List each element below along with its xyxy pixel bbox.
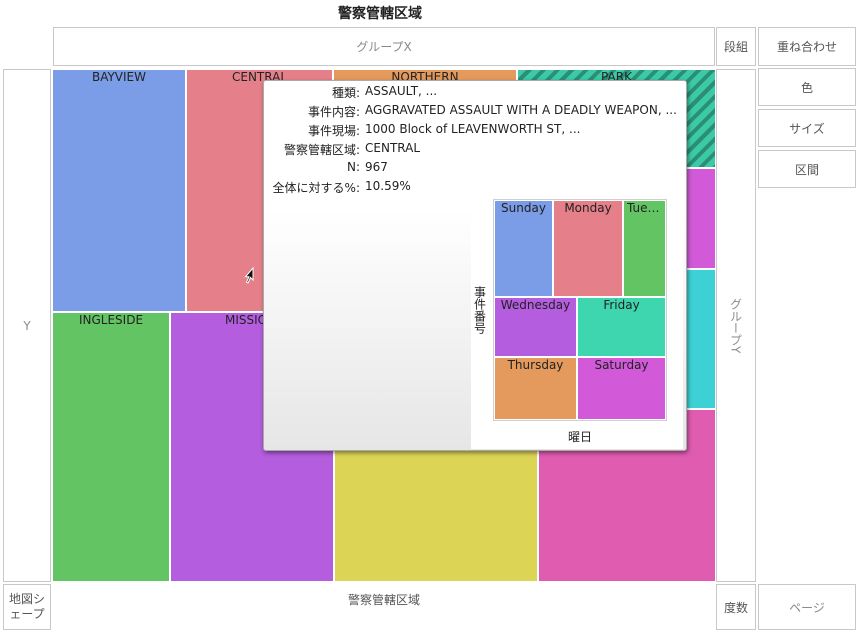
page-zone[interactable]: ページ bbox=[758, 584, 856, 630]
color-label: 色 bbox=[800, 80, 813, 95]
group-y-zone[interactable]: グループY bbox=[716, 69, 756, 582]
size-zone[interactable]: サイズ bbox=[758, 109, 856, 147]
tile-ingleside[interactable]: INGLESIDE bbox=[52, 312, 170, 582]
tooltip-row: N:967 bbox=[346, 160, 388, 174]
y-label: Y bbox=[23, 318, 31, 333]
wrap-label: 段組 bbox=[723, 40, 748, 54]
mini-tile-wednesday: Wednesday bbox=[494, 297, 577, 357]
group-y-label: グループY bbox=[728, 297, 743, 354]
size-label: サイズ bbox=[789, 121, 825, 136]
group-x-label: グループX bbox=[356, 40, 412, 54]
tile-label: BAYVIEW bbox=[91, 70, 147, 84]
mini-tile-sunday: Sunday bbox=[494, 200, 553, 297]
freq-label: 度数 bbox=[723, 600, 748, 615]
group-x-zone[interactable]: グループX bbox=[53, 27, 715, 66]
overlay-zone[interactable]: 重ね合わせ bbox=[758, 27, 856, 66]
tooltip-row: 警察管轄区域:CENTRAL bbox=[283, 141, 421, 157]
mini-treemap: Sunday Monday Tue… Wednesday Friday Thur… bbox=[494, 200, 666, 420]
interval-label: 区間 bbox=[794, 162, 819, 177]
tile-bayview[interactable]: BAYVIEW bbox=[52, 69, 186, 312]
interval-zone[interactable]: 区間 bbox=[758, 150, 856, 188]
x-axis-label: 警察管轄区域 bbox=[347, 592, 420, 607]
page-label: ページ bbox=[789, 600, 825, 615]
mini-tile-thursday: Thursday bbox=[494, 357, 577, 420]
mini-tile-saturday: Saturday bbox=[577, 357, 666, 420]
wrap-zone[interactable]: 段組 bbox=[716, 27, 756, 66]
chart-title: 警察管轄区域 bbox=[338, 6, 422, 22]
freq-zone[interactable]: 度数 bbox=[716, 584, 756, 630]
map-shape-label: 地図シェープ bbox=[8, 592, 45, 621]
overlay-label: 重ね合わせ bbox=[776, 40, 837, 54]
tile-label: INGLESIDE bbox=[78, 313, 144, 327]
color-zone[interactable]: 色 bbox=[758, 68, 856, 106]
mouse-cursor-icon bbox=[244, 266, 254, 284]
mini-tile-monday: Monday bbox=[553, 200, 623, 297]
x-zone[interactable]: 警察管轄区域 bbox=[53, 584, 715, 614]
map-shape-zone[interactable]: 地図シェープ bbox=[3, 584, 51, 630]
tooltip-row: 種類:ASSAULT, ... bbox=[331, 84, 438, 100]
y-zone[interactable]: Y bbox=[3, 69, 51, 582]
tooltip-row: 事件現場:1000 Block of LEAVENWORTH ST, ... bbox=[307, 122, 581, 138]
mini-tile-tuesday: Tue… bbox=[623, 200, 666, 297]
mini-tile-friday: Friday bbox=[577, 297, 666, 357]
tooltip-row: 全体に対する%:10.59% bbox=[272, 179, 411, 195]
mini-chart-y-label: 事件番号 bbox=[472, 286, 487, 334]
tooltip-row: 事件内容:AGGRAVATED ASSAULT WITH A DEADLY WE… bbox=[307, 103, 677, 119]
mini-chart-x-label: 曜日 bbox=[567, 430, 592, 444]
